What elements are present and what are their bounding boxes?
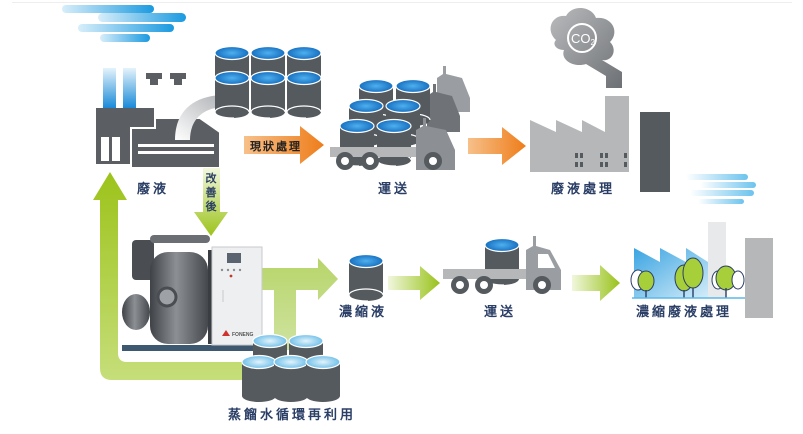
concentrate-treatment-label: 濃縮廢液處理 xyxy=(636,305,733,320)
concentrate-barrel-icon xyxy=(348,253,384,302)
split-output-arrow xyxy=(258,258,338,350)
vacuum-evaporator-machine: FONENG xyxy=(122,235,263,351)
distilled-water-recycle-label: 蒸餾水循環再利用 xyxy=(228,408,357,423)
co2-emission-icon: CO2 xyxy=(550,7,622,88)
current-process-label: 現狀處理 xyxy=(250,140,302,153)
clean-steam-cloud-icon xyxy=(62,5,186,42)
machine-brand: FONENG xyxy=(232,332,254,338)
trucks-with-barrels-icon xyxy=(330,66,470,170)
improved-label: 改善後 xyxy=(205,172,217,213)
truck-single-barrel-icon xyxy=(443,236,561,294)
to-transport-arrow xyxy=(388,266,440,300)
distilled-water-barrels-icon xyxy=(241,333,341,403)
top-divider xyxy=(12,2,792,3)
waste-treatment-label: 廢液處理 xyxy=(551,182,616,197)
factory-icon xyxy=(96,68,243,169)
to-green-treatment-arrow xyxy=(572,265,620,301)
waste-barrels-icon xyxy=(214,45,322,119)
recycle-return-arrow xyxy=(93,172,245,380)
improved-process-arrow xyxy=(194,168,228,236)
treatment-plant-icon xyxy=(530,96,670,192)
to-treatment-arrow xyxy=(468,127,526,165)
green-treatment-plant-icon xyxy=(630,222,773,318)
transport-label: 運送 xyxy=(378,182,411,197)
improved-transport-label: 運送 xyxy=(484,305,517,320)
clean-steam-cloud-right-icon xyxy=(686,174,756,204)
waste-liquid-label: 廢液 xyxy=(137,182,170,197)
concentrate-label: 濃縮液 xyxy=(339,305,388,320)
co2-label: CO2 xyxy=(571,31,596,47)
current-process-arrow xyxy=(244,126,324,164)
